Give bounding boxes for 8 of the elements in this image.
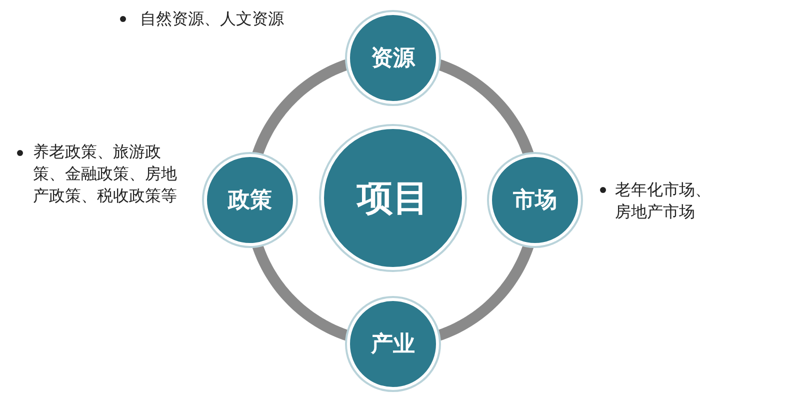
node-label: 市场 [513,186,557,215]
node-label: 资源 [371,45,415,73]
bullet-text: 养老政策、旅游政策、金融政策、房地产政策、税收政策等 [33,141,178,207]
bullet-text: 老年化市场、房地产市场 [615,179,712,223]
bullet-text: 自然资源、人文资源 [140,8,285,30]
node-label: 政策 [228,187,272,215]
node-label: 项目 [357,176,429,220]
node-label: 产业 [371,331,415,359]
